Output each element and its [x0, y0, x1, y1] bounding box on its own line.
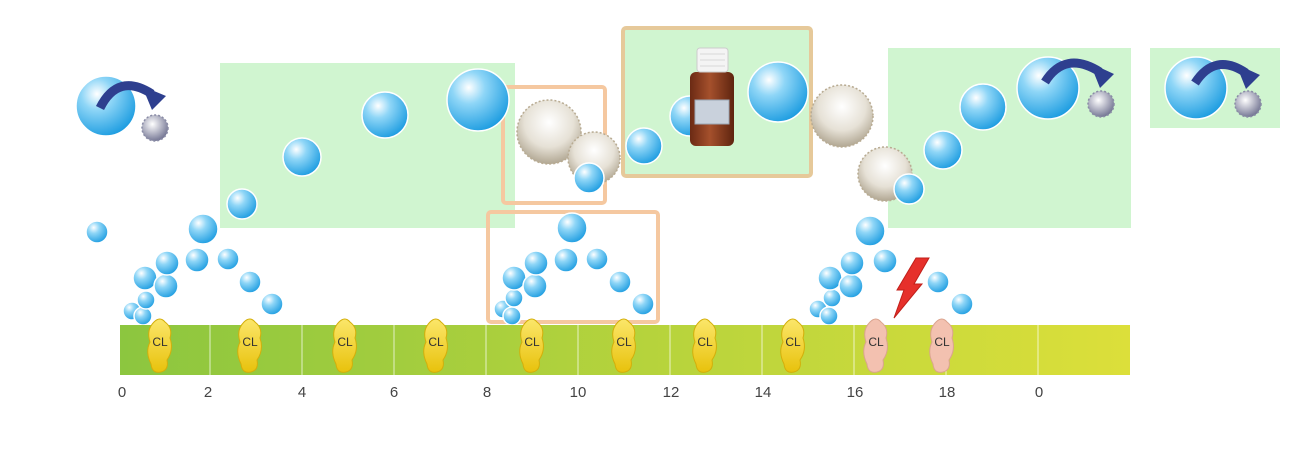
tick-label: 12 [663, 384, 680, 401]
corpus-luteum-label: CL [868, 335, 884, 349]
follicle [631, 292, 655, 316]
follicle [585, 247, 609, 271]
follicle [184, 247, 210, 273]
medicine-bottle-icon [690, 47, 734, 146]
follicle [187, 213, 219, 245]
corpus-luteum-label: CL [616, 335, 632, 349]
curved-arrow-icon [1191, 60, 1260, 89]
corpus-luteum-label: CL [524, 335, 540, 349]
corpus-luteum-label: CL [697, 335, 713, 349]
corpus-luteum: CL [780, 318, 805, 373]
follicle [556, 212, 588, 244]
follicle [838, 273, 864, 299]
corpus-luteum: CL [237, 318, 262, 373]
tick-label: 0 [118, 384, 126, 401]
tick-label: 10 [570, 384, 587, 401]
follicle [893, 173, 925, 205]
follicle [747, 61, 809, 123]
follicle [872, 248, 898, 274]
follicle [1164, 56, 1228, 120]
ovulated-follicle [141, 114, 169, 142]
corpus-luteum-label: CL [152, 335, 168, 349]
regressing-follicle [810, 84, 874, 148]
corpus-luteum: CL [863, 318, 888, 373]
follicle [854, 215, 886, 247]
follicle [136, 290, 156, 310]
follicle [502, 306, 522, 326]
follicle [608, 270, 632, 294]
follicle [573, 162, 605, 194]
follicle [839, 250, 865, 276]
follicle [1016, 56, 1080, 120]
timeline-ticks: 0 2 4 6 8 10 12 14 16 18 0 [118, 384, 1043, 401]
tick-label: 16 [847, 384, 864, 401]
follicle [625, 127, 663, 165]
corpus-luteum: CL [423, 318, 448, 373]
tick-label: 2 [204, 384, 212, 401]
orange-box-lower [486, 210, 660, 324]
ovulated-follicle [1087, 90, 1115, 118]
follicle [133, 306, 153, 326]
follicle [926, 270, 950, 294]
corpus-luteum: CL [147, 318, 172, 373]
lightning-bolt-icon [893, 257, 930, 319]
follicle [154, 250, 180, 276]
follicle [522, 273, 548, 299]
follicle [523, 250, 549, 276]
follicle [446, 68, 510, 132]
corpus-luteum-label: CL [428, 335, 444, 349]
gold-box [621, 26, 813, 178]
follicle [153, 273, 179, 299]
tick-label: 0 [1035, 384, 1043, 401]
follicle [361, 91, 409, 139]
corpus-luteum: CL [332, 318, 357, 373]
follicle [950, 292, 974, 316]
corpus-luteum: CL [611, 318, 636, 373]
follicle [504, 288, 524, 308]
follicle [923, 130, 963, 170]
follicle [238, 270, 262, 294]
curved-arrow-icon [1041, 58, 1114, 88]
follicle [226, 188, 258, 220]
tick-label: 6 [390, 384, 398, 401]
green-window-3 [888, 48, 1131, 228]
follicle [216, 247, 240, 271]
ovulated-follicle [1234, 90, 1262, 118]
follicle [553, 247, 579, 273]
corpus-luteum-group: CL CL CL CL CL CL CL CL CL CL [147, 318, 954, 373]
corpus-luteum-label: CL [934, 335, 950, 349]
follicle [819, 306, 839, 326]
corpus-luteum-label: CL [337, 335, 353, 349]
corpus-luteum-label: CL [242, 335, 258, 349]
follicle [85, 220, 109, 244]
corpus-luteum: CL [519, 318, 544, 373]
tick-label: 8 [483, 384, 491, 401]
corpus-luteum: CL [929, 318, 954, 373]
follicle [822, 288, 842, 308]
tick-label: 18 [939, 384, 956, 401]
follicles-group [75, 56, 1262, 326]
corpus-luteum: CL [692, 318, 717, 373]
tick-label: 14 [755, 384, 772, 401]
tick-label: 4 [298, 384, 306, 401]
corpus-luteum-label: CL [785, 335, 801, 349]
follicle [260, 292, 284, 316]
curved-arrow-icon [95, 81, 166, 111]
regressing-follicle [516, 99, 582, 165]
follicle [959, 83, 1007, 131]
follicle [282, 137, 322, 177]
